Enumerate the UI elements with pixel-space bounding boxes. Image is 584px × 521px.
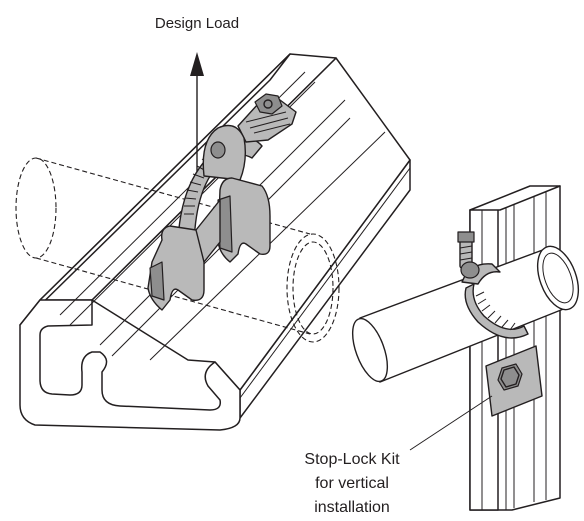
vertical-pipe (351, 245, 580, 383)
stop-lock-label-line1: Stop-Lock Kit (304, 451, 400, 468)
vertical-strut-channel (469, 185, 561, 511)
design-load-label: Design Load (155, 15, 239, 32)
stop-lock-leader-line (409, 395, 493, 451)
stop-lock-label-line3: installation (314, 499, 390, 516)
pipe-clamp (147, 93, 297, 311)
stop-lock-label-line2: for vertical (315, 475, 389, 492)
stop-lock-clamp (457, 231, 543, 417)
